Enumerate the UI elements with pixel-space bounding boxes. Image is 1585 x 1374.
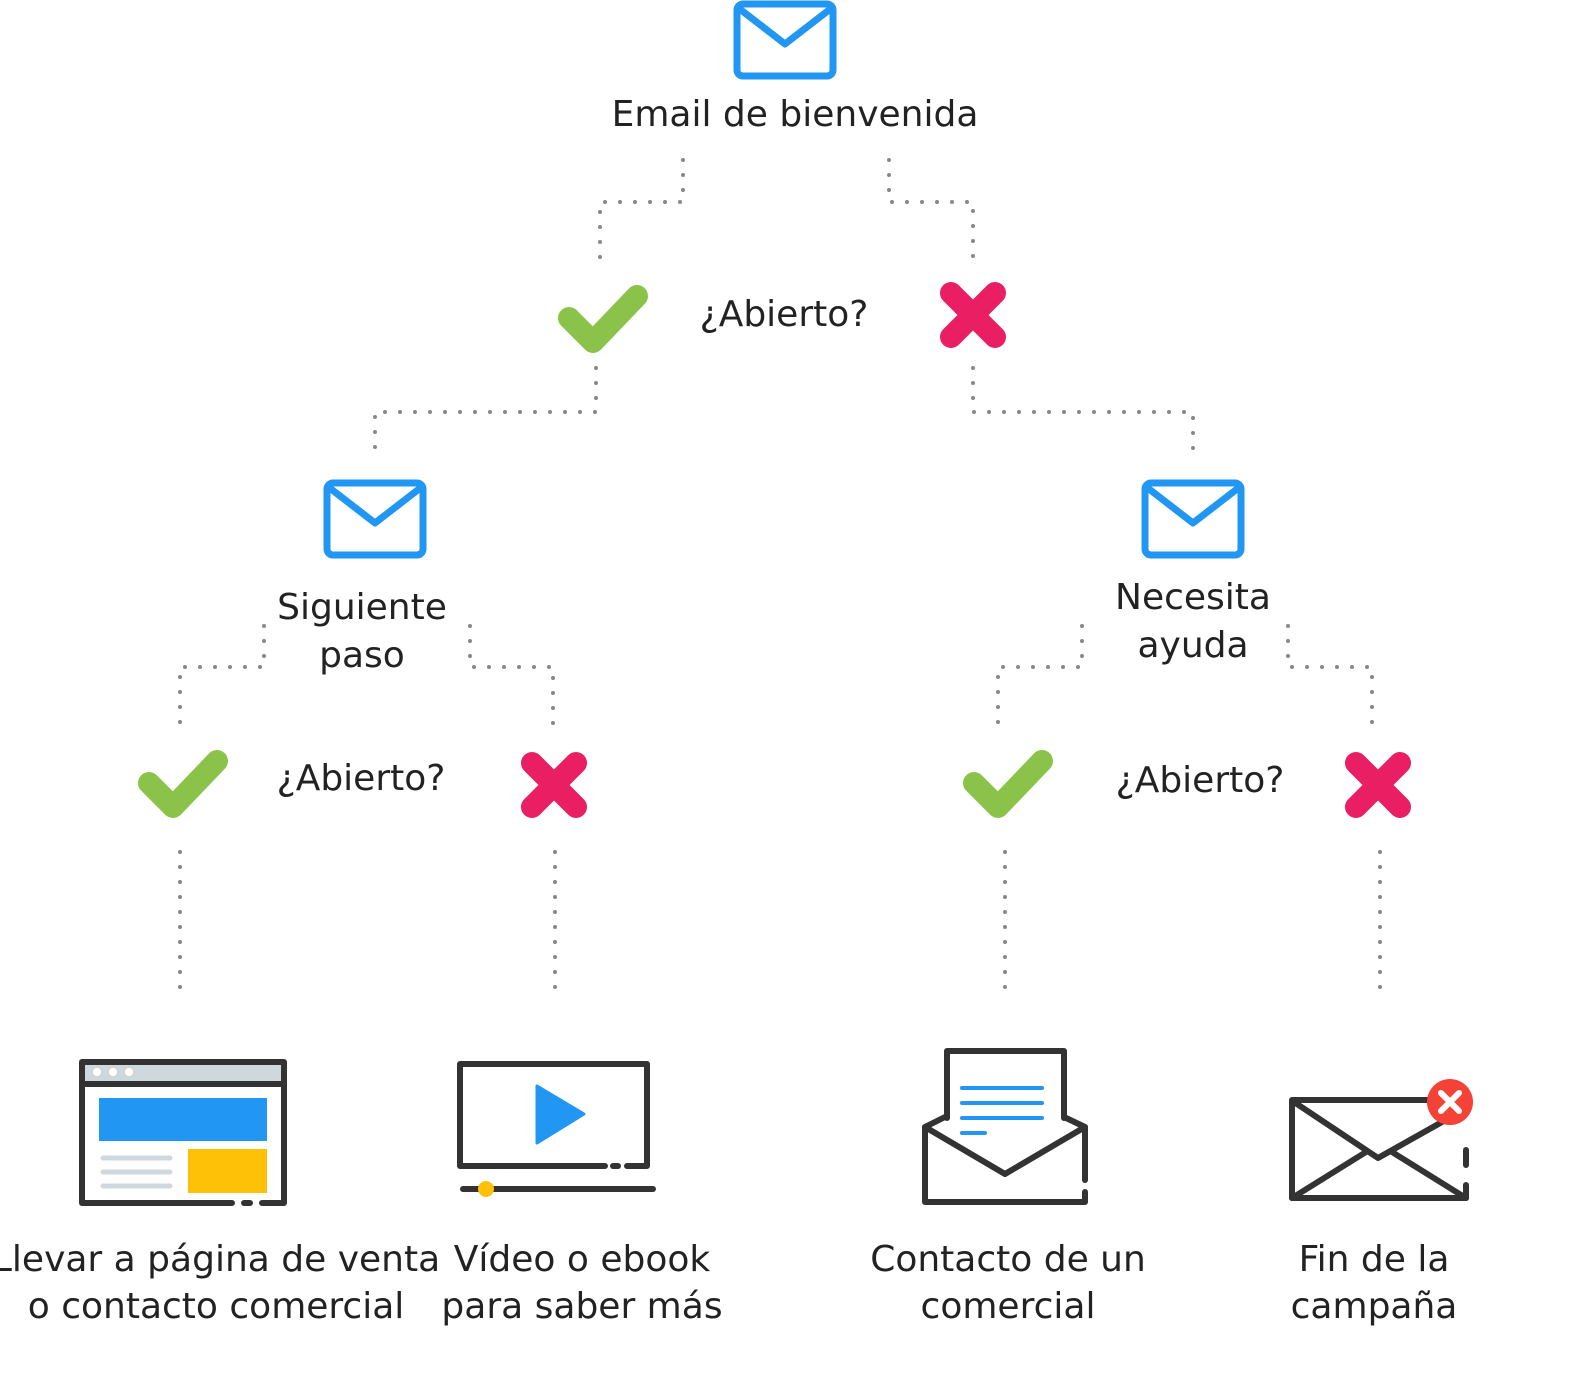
outcome-label-line1: Fin de la (1299, 1239, 1450, 1280)
outcome-label-line2: comercial (921, 1286, 1096, 1327)
open-envelope-letter-icon (922, 1048, 1088, 1205)
outcome-label-line1: Llevar a página de venta (0, 1239, 440, 1280)
check-icon (974, 761, 1042, 807)
outcome-label-line2: o contacto comercial (28, 1286, 405, 1327)
outcome-label-line2: campaña (1291, 1286, 1458, 1327)
webpage-icon (79, 1059, 287, 1206)
envelope-icon (1145, 483, 1241, 555)
envelope-cancel-icon (1289, 1079, 1473, 1201)
left-branch-label-line2: paso (319, 635, 405, 676)
right-branch-label-line1: Necesita (1115, 577, 1271, 618)
envelope-icon (327, 483, 423, 555)
cross-icon (951, 293, 995, 337)
check-icon (569, 296, 637, 342)
connectors (178, 158, 1382, 1004)
cross-icon (1356, 763, 1400, 807)
envelope-icon (737, 4, 833, 76)
cross-icon (532, 763, 576, 807)
right-branch-question: ¿Abierto? (1116, 760, 1285, 801)
right-branch-label-line2: ayuda (1137, 625, 1248, 666)
outcome-label-line2: para saber más (441, 1286, 722, 1327)
left-branch-question: ¿Abierto? (277, 758, 446, 799)
outcome-label-line1: Vídeo o ebook (454, 1239, 711, 1280)
check-icon (149, 761, 217, 807)
video-player-icon (457, 1061, 656, 1197)
root-question: ¿Abierto? (700, 294, 869, 335)
outcome-label-line1: Contacto de un (870, 1239, 1146, 1280)
left-branch-label-line1: Siguiente (277, 587, 447, 628)
root-label: Email de bienvenida (612, 94, 979, 135)
